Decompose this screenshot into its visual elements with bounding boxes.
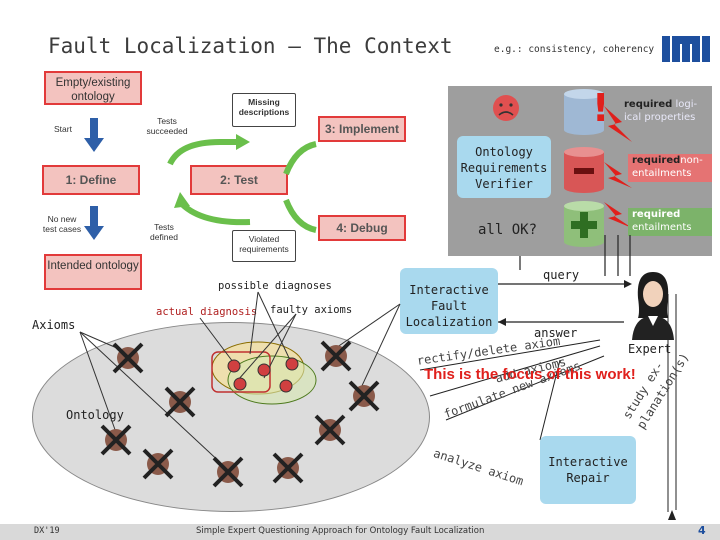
expert-label: Expert <box>628 342 672 356</box>
removed-axiom-node <box>272 452 304 484</box>
required-logical-label: required logi-ical properties <box>624 98 712 124</box>
removed-axiom-node <box>112 342 144 374</box>
entailments-db-icon <box>564 201 604 247</box>
query-label: query <box>543 268 580 282</box>
faulty-axiom-node <box>279 379 293 393</box>
logical-properties-db-icon <box>564 89 604 135</box>
missing-descriptions-box: Missing descriptions <box>232 93 296 127</box>
violated-requirements-label: Violated requirements <box>239 234 289 254</box>
faulty-axiom-node <box>227 359 241 373</box>
define-box: 1: Define <box>42 165 140 195</box>
faulty-axiom-node <box>257 363 271 377</box>
lightning-icon <box>604 106 632 142</box>
required-logical-rest: logi-ical properties <box>624 99 698 123</box>
slide-subtitle: e.g.: consistency, coherency <box>494 44 655 55</box>
sad-face-icon <box>484 92 528 124</box>
removed-axiom-node <box>348 380 380 412</box>
required-non-entailments-label: requirednon-entailments <box>628 154 712 182</box>
lightning-icon <box>604 202 632 228</box>
removed-axiom-node <box>164 386 196 418</box>
required-entailments-label: required entailments <box>628 208 712 236</box>
required-ent-rest: entailments <box>632 222 692 233</box>
faulty-axioms-label: faulty axioms <box>270 304 353 316</box>
footer-conference: DX'19 <box>34 526 60 536</box>
page-number: 4 <box>698 524 706 537</box>
start-label: Start <box>54 124 72 134</box>
removed-axiom-node <box>100 424 132 456</box>
down-arrow-icon <box>84 118 104 152</box>
required-non-rest: non-entailments <box>632 155 703 179</box>
faulty-axiom-node <box>285 357 299 371</box>
removed-axiom-node <box>212 456 244 488</box>
axioms-label: Axioms <box>32 318 76 332</box>
removed-axiom-node <box>314 414 346 446</box>
test-box: 2: Test <box>190 165 288 195</box>
non-entailments-db-icon <box>564 147 604 193</box>
interactive-repair-box: Interactive Repair <box>540 436 636 504</box>
university-logo-icon <box>662 36 710 62</box>
required-ent-bold: required <box>632 209 681 220</box>
violated-requirements-box: Violated requirements <box>232 230 296 262</box>
ontology-requirements-verifier-box: Ontology Requirements Verifier <box>457 136 551 198</box>
footer-paper-title: Simple Expert Questioning Approach for O… <box>196 526 485 536</box>
implement-box: 3: Implement <box>318 116 406 142</box>
empty-ontology-box: Empty/existing ontology <box>44 71 142 105</box>
focus-label: This is the focus of this work! <box>424 366 636 383</box>
tests-succeeded-label: Tests succeeded <box>146 116 188 136</box>
required-non-bold: required <box>632 155 681 166</box>
lightning-icon <box>604 162 632 188</box>
expert-avatar-icon <box>632 272 674 340</box>
required-logical-bold: required <box>624 99 673 110</box>
actual-diagnosis-label: actual diagnosis <box>156 306 258 318</box>
slide-title: Fault Localization – The Context <box>48 34 453 58</box>
debug-box: 4: Debug <box>318 215 406 241</box>
intended-ontology-box: Intended ontology <box>44 254 142 290</box>
faulty-axiom-node <box>233 377 247 391</box>
exclamation-icon: ! <box>592 86 610 130</box>
tests-defined-label: Tests defined <box>150 222 178 242</box>
footer-bar <box>0 524 720 540</box>
cycle-arrows <box>167 134 251 226</box>
cycle-arrows-right <box>283 141 317 233</box>
answer-label: answer <box>534 326 578 340</box>
removed-axiom-node <box>142 448 174 480</box>
possible-diagnoses-label: possible diagnoses <box>218 280 332 292</box>
down-arrow-icon <box>84 206 104 240</box>
interactive-fault-localization-box: Interactive Fault Localization <box>400 268 498 334</box>
removed-axiom-node <box>320 340 352 372</box>
all-ok-label: all OK? <box>478 222 538 238</box>
ontology-label: Ontology <box>66 408 124 422</box>
missing-descriptions-label: Missing descriptions <box>238 97 290 117</box>
no-new-test-cases-label: No new test cases <box>42 214 82 234</box>
